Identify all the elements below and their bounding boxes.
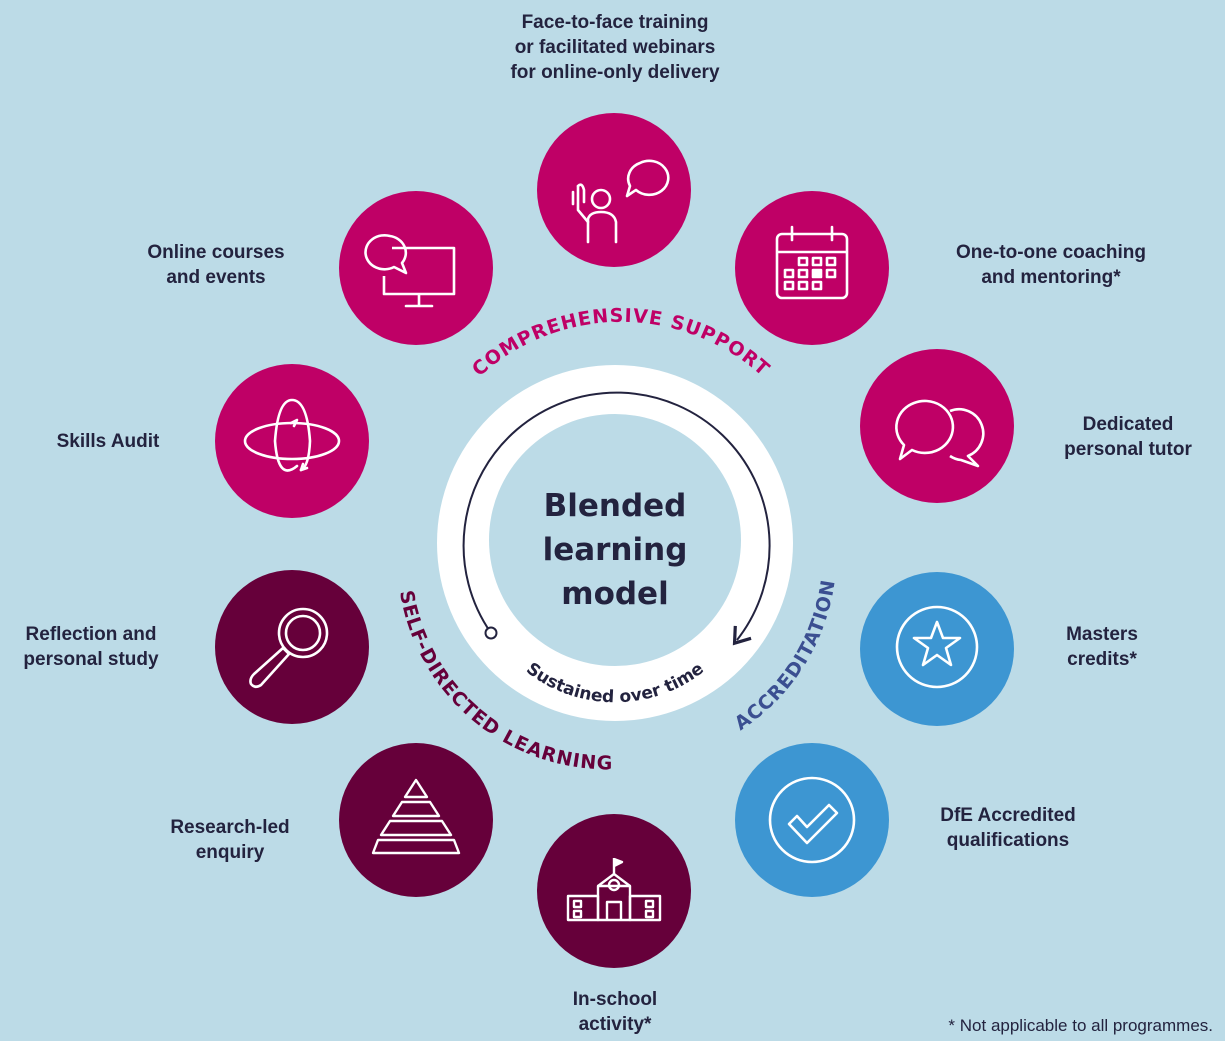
cycle-start-dot xyxy=(484,626,498,640)
presenter-speech-icon xyxy=(571,159,670,244)
rotate-3d-icon xyxy=(243,398,341,472)
label-line: qualifications xyxy=(946,830,1070,851)
speech-bubbles-icon xyxy=(895,399,985,468)
magnifier-icon xyxy=(249,607,329,689)
item-tutor xyxy=(860,349,1014,503)
item-masters xyxy=(860,572,1014,726)
label-line: DfE Accredited xyxy=(940,805,1076,826)
item-in-school xyxy=(537,814,691,968)
label-line: Reflection and xyxy=(25,624,157,645)
center-title-line-2: learning xyxy=(543,532,688,568)
label-face-to-face: Face-to-face training or facilitated web… xyxy=(462,10,768,85)
item-circle xyxy=(735,191,889,345)
item-circle xyxy=(860,349,1014,503)
item-coaching xyxy=(735,191,889,345)
item-circle xyxy=(735,743,889,897)
pyramid-icon xyxy=(371,778,461,855)
label-line: Skills Audit xyxy=(56,431,160,452)
item-research xyxy=(339,743,493,897)
calendar-icon xyxy=(775,225,849,300)
label-line: personal study xyxy=(23,649,159,670)
item-circle xyxy=(215,364,369,518)
label-line: In-school xyxy=(572,989,658,1010)
inner-disc xyxy=(489,414,741,666)
monitor-chat-icon xyxy=(364,234,456,308)
label-line: for online-only delivery xyxy=(510,62,720,83)
checkmark-badge-icon xyxy=(768,776,856,864)
label-line: Masters xyxy=(1066,624,1138,645)
label-line: and events xyxy=(166,267,266,288)
label-research: Research-led enquiry xyxy=(138,815,322,865)
item-dfe xyxy=(735,743,889,897)
label-online: Online courses and events xyxy=(118,240,314,290)
label-tutor: Dedicated personal tutor xyxy=(1040,412,1216,462)
label-masters: Masters credits* xyxy=(1040,622,1164,672)
footnote: * Not applicable to all programmes. xyxy=(948,1016,1213,1035)
center-title-line-3: model xyxy=(561,576,668,612)
school-building-icon xyxy=(566,857,662,922)
label-line: activity* xyxy=(578,1014,652,1035)
item-circle xyxy=(339,191,493,345)
label-skills: Skills Audit xyxy=(28,429,188,454)
item-reflection xyxy=(215,570,369,724)
label-line: Face-to-face training xyxy=(521,12,709,33)
label-in-school: In-school activity* xyxy=(540,987,690,1037)
item-face-to-face xyxy=(537,113,691,267)
item-circle xyxy=(537,113,691,267)
item-online xyxy=(339,191,493,345)
label-coaching: One-to-one coaching and mentoring* xyxy=(920,240,1182,290)
star-badge-icon xyxy=(895,605,979,689)
label-line: Dedicated xyxy=(1082,414,1174,435)
label-dfe: DfE Accredited qualifications xyxy=(908,803,1108,853)
center-title-line-1: Blended xyxy=(544,488,687,524)
label-line: One-to-one coaching xyxy=(956,242,1146,263)
label-line: personal tutor xyxy=(1064,439,1192,460)
label-line: Research-led xyxy=(170,817,290,838)
label-reflection: Reflection and personal study xyxy=(2,622,180,672)
center-hub: Blended learning model Sustained over ti… xyxy=(437,365,793,721)
item-skills xyxy=(215,364,369,518)
cycle-arrow xyxy=(462,391,771,646)
label-line: and mentoring* xyxy=(981,267,1121,288)
label-line: or facilitated webinars xyxy=(514,37,716,58)
label-line: enquiry xyxy=(195,842,265,863)
label-line: credits* xyxy=(1067,649,1137,670)
item-circle xyxy=(860,572,1014,726)
label-line: Online courses xyxy=(147,242,285,263)
